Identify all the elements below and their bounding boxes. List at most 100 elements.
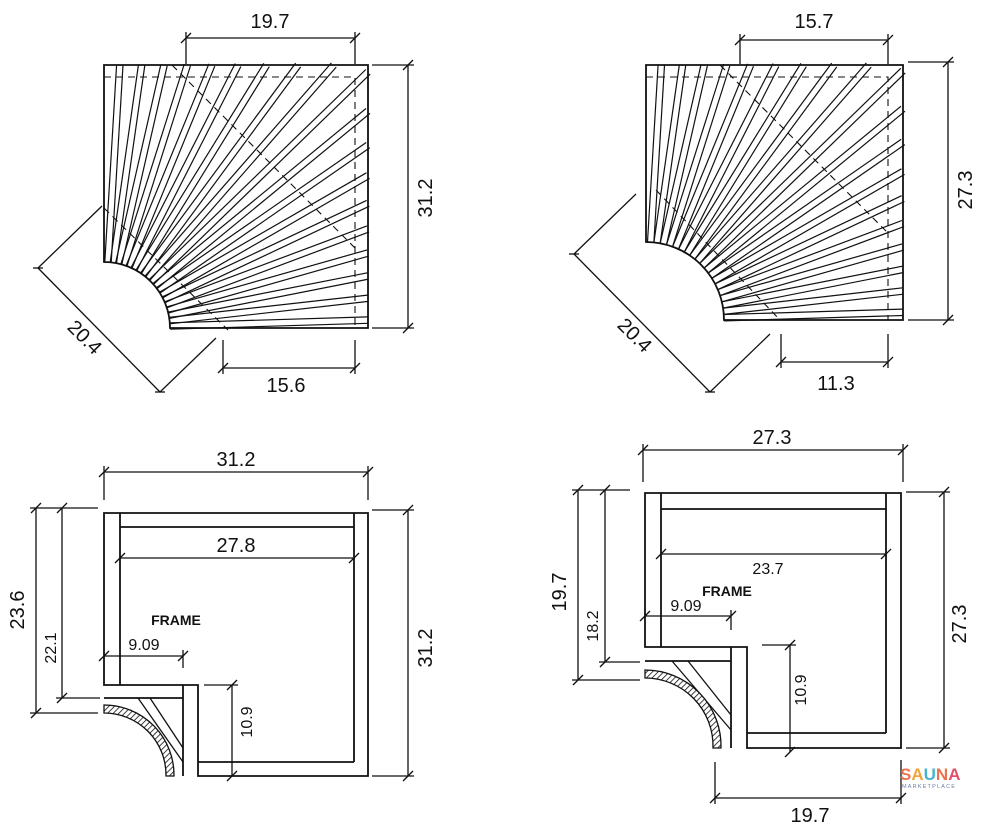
- slat-edge: [665, 65, 708, 245]
- bottom-right-dim-bottom-text: 19.7: [791, 805, 830, 827]
- bottom-left-dim-left-inner-text: 22.1: [43, 632, 60, 663]
- top-right-dim-top: 15.7: [734, 11, 894, 64]
- bottom-right-dim-bottom: 19.7: [709, 760, 907, 827]
- slat-edge: [144, 62, 332, 277]
- slat-edge: [145, 66, 302, 278]
- slat-edge: [672, 63, 749, 247]
- slat-edge: [678, 63, 774, 250]
- slat-edge: [646, 64, 659, 242]
- slat-edge: [159, 172, 367, 293]
- bottom-right-frame-label: FRAME: [702, 583, 752, 599]
- slat-edge: [164, 205, 370, 304]
- bottom-left-dim-frame-width: 9.09: [98, 637, 189, 668]
- slat-edge: [717, 219, 903, 291]
- bottom-left-dim-left-outer: 23.6: [7, 502, 98, 719]
- top-left-dim-right-text: 31.2: [415, 179, 437, 218]
- slat-edge: [722, 271, 904, 309]
- slat-edge: [169, 278, 369, 319]
- slat-edge: [711, 168, 902, 279]
- bottom-left-dim-right-text: 31.2: [415, 629, 437, 668]
- slat-edge: [156, 112, 371, 290]
- slat-edge: [714, 195, 902, 285]
- top-right-dim-right: 27.3: [908, 56, 977, 326]
- bottom-left-dim-inner: 27.8: [114, 535, 360, 564]
- slat-edge: [707, 138, 902, 274]
- slat-edge: [135, 62, 265, 271]
- top-left-view: 19.7 31.2 20.4 15.6: [33, 11, 437, 397]
- slat-edge: [672, 65, 731, 247]
- bottom-right-dim-frame-width-text: 9.09: [670, 598, 701, 615]
- bottom-left-curved-panel: [103, 704, 175, 777]
- bottom-left-dim-frame-width-text: 9.09: [128, 637, 159, 654]
- brand-letter-5: A: [948, 765, 960, 784]
- slat-edge: [131, 65, 216, 269]
- top-left-dim-bottom-text: 15.6: [267, 375, 306, 397]
- bottom-left-dim-top-text: 31.2: [217, 449, 256, 471]
- brand-letter-3: U: [924, 765, 936, 784]
- brand-letter-2: A: [911, 765, 923, 784]
- bottom-left-view: 31.2 27.8 FRAME 9.09 10.9: [7, 449, 437, 782]
- slat-edge: [164, 225, 368, 303]
- slat-edge: [703, 105, 902, 269]
- top-left-dim-top-text: 19.7: [251, 11, 290, 33]
- slat-edge: [714, 173, 905, 285]
- slat-edge: [169, 294, 368, 318]
- top-right-view: 15.7 27.3 20.4 11.3: [569, 11, 977, 395]
- bottom-left-dim-frame-height: 10.9: [204, 679, 256, 782]
- bottom-left-dim-inner-text: 27.8: [217, 535, 256, 557]
- slat-edge: [167, 272, 368, 313]
- slat-edge: [169, 316, 368, 324]
- top-right-dashed-frame: [646, 76, 889, 320]
- top-right-dim-bottom: 11.3: [775, 334, 894, 395]
- slat-edge: [653, 65, 666, 243]
- slat-edge: [149, 66, 337, 281]
- slat-edge: [121, 65, 168, 265]
- top-left-dim-top: 19.7: [180, 11, 361, 64]
- bottom-right-curved-panel: [644, 669, 722, 749]
- bottom-right-dim-right: 27.3: [906, 486, 971, 754]
- slat-edge: [140, 62, 297, 274]
- slat-edge: [711, 144, 906, 279]
- bottom-right-dim-left-outer-text: 19.7: [549, 573, 571, 612]
- top-right-outline: [645, 64, 904, 321]
- top-right-dim-top-text: 15.7: [795, 11, 834, 33]
- slat-edge: [140, 66, 270, 274]
- slat-edge: [665, 63, 725, 245]
- slat-edge: [115, 64, 162, 264]
- slat-edge: [152, 108, 367, 285]
- slat-edge: [162, 177, 370, 299]
- slat-edge: [723, 308, 903, 316]
- bottom-left-dim-frame-height-text: 10.9: [239, 706, 256, 737]
- bottom-right-outer-frame: [644, 492, 902, 749]
- slat-edge: [659, 65, 687, 244]
- slat-edge: [699, 66, 872, 264]
- bottom-right-dim-right-text: 27.3: [949, 605, 971, 644]
- slat-edge: [148, 69, 367, 281]
- slat-edge: [170, 322, 369, 330]
- slat-edge: [720, 243, 903, 297]
- slat-edge: [125, 63, 210, 266]
- brand-logo: SAUNA MARKETPLACE: [900, 765, 960, 790]
- slat-edge: [703, 72, 906, 269]
- slat-edge: [159, 147, 371, 294]
- slat-edge: [109, 64, 140, 263]
- bottom-left-dim-top: 31.2: [98, 449, 374, 500]
- slat-edge: [153, 73, 371, 285]
- top-left-dim-diag: 20.4: [33, 205, 217, 393]
- bottom-right-dim-inner-text: 23.7: [752, 561, 783, 578]
- bottom-right-dim-inner: 23.7: [655, 548, 892, 578]
- bottom-right-dim-frame-height: 10.9: [762, 639, 810, 758]
- slat-edge: [156, 142, 367, 289]
- slat-edge: [162, 199, 367, 298]
- slat-edge: [707, 110, 906, 274]
- slat-edge: [724, 314, 904, 322]
- slat-edge: [677, 65, 755, 250]
- top-right-dim-diag-text: 20.4: [613, 314, 656, 357]
- bottom-right-dim-left-inner-text: 18.2: [585, 610, 602, 641]
- slat-edge: [166, 231, 370, 309]
- brand-name: SAUNA: [900, 765, 960, 784]
- slat-edge: [126, 65, 191, 267]
- slat-edge: [721, 265, 903, 303]
- top-right-slats: [646, 62, 906, 322]
